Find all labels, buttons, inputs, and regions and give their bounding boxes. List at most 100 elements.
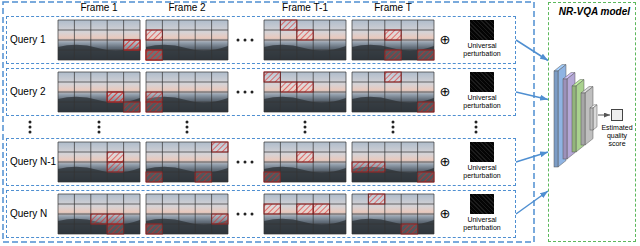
query-arrow bbox=[516, 191, 548, 214]
patch-grid bbox=[264, 194, 346, 195]
selected-patch bbox=[146, 224, 162, 234]
selected-patch bbox=[264, 204, 280, 214]
perturbation-box: Universal perturbation bbox=[456, 140, 508, 183]
selected-patch bbox=[91, 214, 107, 224]
network-layer bbox=[581, 87, 593, 145]
frame-shore bbox=[264, 45, 346, 60]
selected-patch bbox=[418, 102, 434, 112]
video-frame bbox=[146, 194, 228, 234]
frame-shore bbox=[58, 97, 140, 112]
patch-grid bbox=[58, 20, 140, 21]
ellipsis-dot bbox=[186, 131, 189, 134]
frame-image bbox=[352, 194, 434, 234]
frame-shore bbox=[264, 97, 346, 112]
selected-patch bbox=[280, 82, 296, 92]
patch-grid bbox=[264, 30, 346, 31]
query-label: Query N bbox=[10, 208, 58, 220]
patch-grid bbox=[58, 60, 140, 61]
layer-side bbox=[558, 65, 566, 167]
frame-image bbox=[146, 194, 228, 234]
frame-image bbox=[352, 142, 434, 182]
selected-patch bbox=[107, 224, 123, 234]
patch-grid bbox=[58, 92, 140, 93]
patch-grid bbox=[264, 60, 346, 61]
patch-grid bbox=[146, 72, 228, 73]
selected-patch bbox=[146, 102, 162, 112]
patch-grid bbox=[146, 102, 228, 103]
patch-grid bbox=[58, 162, 140, 163]
query-label: Query N-1 bbox=[10, 156, 58, 168]
frame-shore bbox=[264, 219, 346, 234]
ellipsis-dot bbox=[251, 213, 254, 216]
query-box: Query 1Universal perturbation bbox=[6, 16, 516, 64]
selected-patch bbox=[297, 152, 313, 162]
query-label: Query 1 bbox=[10, 34, 58, 46]
frame-image bbox=[264, 72, 346, 112]
score-label: Estimated quality score bbox=[600, 124, 634, 148]
patch-grid bbox=[264, 172, 346, 173]
output-arrow bbox=[598, 115, 610, 116]
ellipsis-dot bbox=[392, 121, 395, 124]
patch-grid bbox=[352, 234, 434, 235]
video-frame bbox=[264, 72, 346, 112]
ellipsis-dot bbox=[244, 213, 247, 216]
frame-image bbox=[352, 72, 434, 112]
patch-grid bbox=[58, 224, 140, 225]
selected-patch bbox=[297, 204, 313, 214]
patch-grid bbox=[352, 214, 434, 215]
frame-label: Frame T-1 bbox=[255, 2, 355, 14]
video-frame bbox=[58, 194, 140, 234]
frame-image bbox=[146, 72, 228, 112]
ellipsis-dot bbox=[98, 126, 101, 129]
perturbation-box: Universal perturbation bbox=[456, 192, 508, 235]
patch-grid bbox=[352, 172, 434, 173]
layer-front bbox=[563, 79, 567, 159]
patch-grid bbox=[146, 50, 228, 51]
ellipsis-dot bbox=[304, 126, 307, 129]
patch-grid bbox=[146, 112, 228, 113]
perturbation-noise bbox=[470, 20, 494, 40]
ellipsis-dot bbox=[392, 126, 395, 129]
patch-grid bbox=[58, 82, 140, 83]
patch-grid bbox=[146, 82, 228, 83]
ellipsis-dot bbox=[244, 161, 247, 164]
patch-grid bbox=[58, 30, 140, 31]
score-output bbox=[611, 109, 623, 121]
patch-grid bbox=[352, 50, 434, 51]
ellipsis-dot bbox=[98, 121, 101, 124]
ellipsis-dot bbox=[237, 213, 240, 216]
video-frame bbox=[352, 194, 434, 234]
network-layer bbox=[572, 80, 584, 152]
patch-grid bbox=[146, 40, 228, 41]
selected-patch bbox=[385, 30, 401, 40]
patch-grid bbox=[264, 162, 346, 163]
perturbation-noise bbox=[470, 194, 494, 214]
query-group-outline bbox=[3, 2, 534, 242]
query-box: Query 2Universal perturbation bbox=[6, 68, 516, 116]
patch-grid bbox=[58, 204, 140, 205]
frame-shore bbox=[264, 167, 346, 182]
selected-patch bbox=[107, 92, 123, 102]
selected-patch bbox=[124, 40, 140, 50]
frame-shore bbox=[352, 219, 434, 234]
patch-grid bbox=[264, 204, 346, 205]
selected-patch bbox=[385, 72, 401, 82]
patch-grid bbox=[58, 142, 140, 143]
patch-grid bbox=[264, 112, 346, 113]
ellipsis-dot bbox=[304, 121, 307, 124]
patch-grid bbox=[58, 182, 140, 183]
patch-grid bbox=[264, 50, 346, 51]
ellipsis-dot bbox=[251, 161, 254, 164]
selected-patch bbox=[418, 172, 434, 182]
frame-label: Frame T bbox=[343, 2, 443, 14]
selected-patch bbox=[107, 214, 123, 224]
patch-grid bbox=[352, 142, 434, 143]
patch-grid bbox=[352, 224, 434, 225]
video-frame bbox=[352, 72, 434, 112]
patch-grid bbox=[146, 194, 228, 195]
patch-grid bbox=[264, 142, 346, 143]
layer-side bbox=[585, 87, 593, 145]
selected-patch bbox=[418, 50, 434, 60]
